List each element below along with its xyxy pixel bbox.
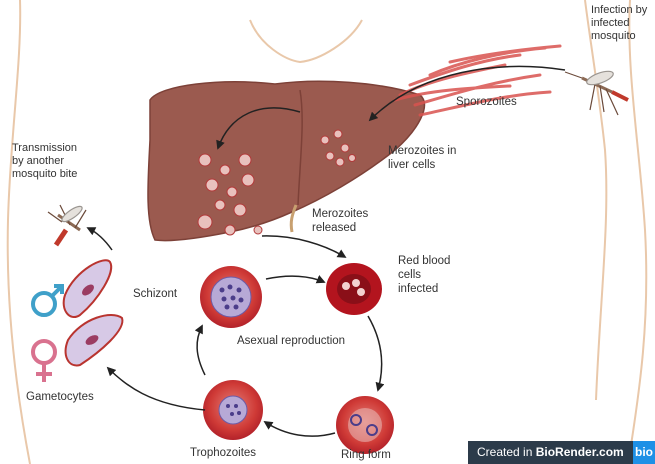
label-transmission: Transmission by another mosquito bite (12, 142, 77, 181)
biorender-watermark[interactable]: Created in BioRender.com bio (468, 441, 655, 464)
watermark-prefix: Created in (477, 445, 536, 459)
mosquito-infection-icon (565, 69, 628, 115)
label-infection: Infection by infected mosquito (591, 4, 647, 43)
label-trophozoites: Trophozoites (190, 446, 256, 460)
mosquito-transmission-icon (48, 204, 86, 245)
ring-form-cell (336, 396, 394, 454)
gametocytes (64, 260, 123, 365)
label-ring-form: Ring form (341, 448, 391, 462)
biorender-logo: bio (633, 441, 655, 464)
liver (148, 81, 424, 240)
label-merozoites-liver: Merozoites in liver cells (388, 144, 456, 172)
label-schizont: Schizont (133, 287, 177, 301)
label-rbc-infected: Red blood cells infected (398, 254, 450, 296)
female-symbol-icon (33, 341, 55, 382)
label-sporozoites: Sporozoites (456, 95, 517, 109)
label-gametocytes: Gametocytes (26, 390, 94, 404)
infected-rbc (326, 263, 382, 315)
label-merozoites-released: Merozoites released (312, 207, 368, 235)
label-asexual-reproduction: Asexual reproduction (237, 334, 345, 348)
male-symbol-icon (33, 286, 62, 315)
watermark-brand: BioRender.com (536, 445, 624, 459)
trophozoite-cell (203, 380, 263, 440)
schizont-cell (200, 266, 262, 328)
